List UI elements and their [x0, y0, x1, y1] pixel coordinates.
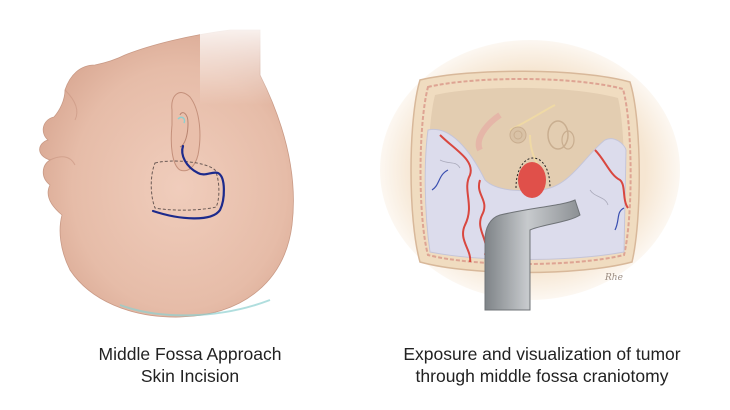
head-lateral-illustration — [39, 15, 320, 318]
left-caption-line-2: Skin Incision — [140, 366, 240, 386]
craniotomy-illustration — [380, 40, 680, 311]
left-figure-caption: Middle Fossa Approach Skin Incision — [40, 343, 340, 387]
right-caption-line-2: through middle fossa craniotomy — [415, 366, 669, 386]
right-figure-caption: Exposure and visualization of tumor thro… — [372, 343, 712, 387]
craniotomy-exposure-illustration: Rhe — [380, 40, 680, 320]
right-caption-line-1: Exposure and visualization of tumor — [403, 344, 681, 364]
skin-incision-illustration — [20, 15, 320, 330]
artist-signature: Rhe — [605, 273, 623, 283]
left-caption-line-1: Middle Fossa Approach — [98, 344, 282, 364]
